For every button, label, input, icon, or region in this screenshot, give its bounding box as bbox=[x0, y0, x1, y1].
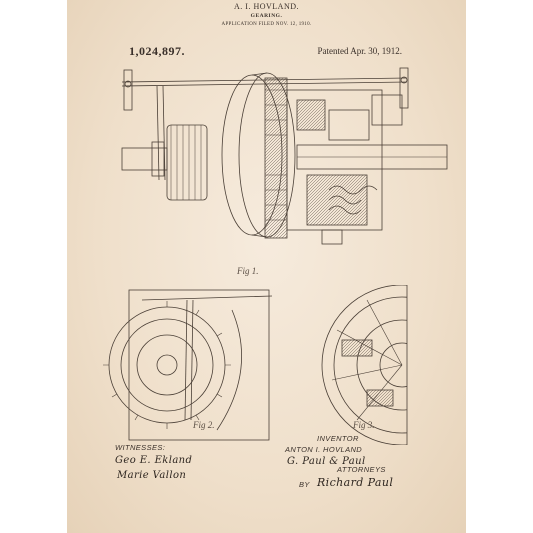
attorneys-label: ATTORNEYS bbox=[337, 465, 386, 474]
fig3-label: Fig 3. bbox=[353, 420, 375, 430]
application-date: APPLICATION FILED NOV. 12, 1910. bbox=[221, 22, 312, 27]
inventor-label: INVENTOR bbox=[317, 434, 359, 443]
inventor-name-header: A. I. HOVLAND. bbox=[234, 2, 299, 11]
fig1-drawing bbox=[121, 67, 448, 245]
patent-title: GEARING. bbox=[250, 13, 283, 19]
fig3-drawing bbox=[321, 285, 408, 445]
attorney-firm-signature: G. Paul & Paul bbox=[287, 456, 366, 467]
inventor-name: ANTON I. HOVLAND bbox=[285, 445, 363, 454]
witnesses-label: WITNESSES: bbox=[115, 443, 166, 452]
fig1-label: Fig 1. bbox=[237, 266, 259, 276]
patent-number: 1,024,897. bbox=[129, 44, 185, 58]
patented-date: Patented Apr. 30, 1912. bbox=[317, 46, 403, 56]
by-label: BY bbox=[299, 480, 310, 489]
witness-signature-2: Marie Vallon bbox=[117, 470, 187, 481]
fig2-drawing bbox=[103, 289, 273, 441]
patent-drawing bbox=[103, 67, 448, 445]
patent-sheet: A. I. HOVLAND. GEARING. APPLICATION FILE… bbox=[67, 0, 466, 533]
witness-signature-1: Geo E. Ekland bbox=[115, 455, 193, 466]
by-signature: Richard Paul bbox=[317, 476, 394, 489]
fig2-label: Fig 2. bbox=[193, 420, 215, 430]
